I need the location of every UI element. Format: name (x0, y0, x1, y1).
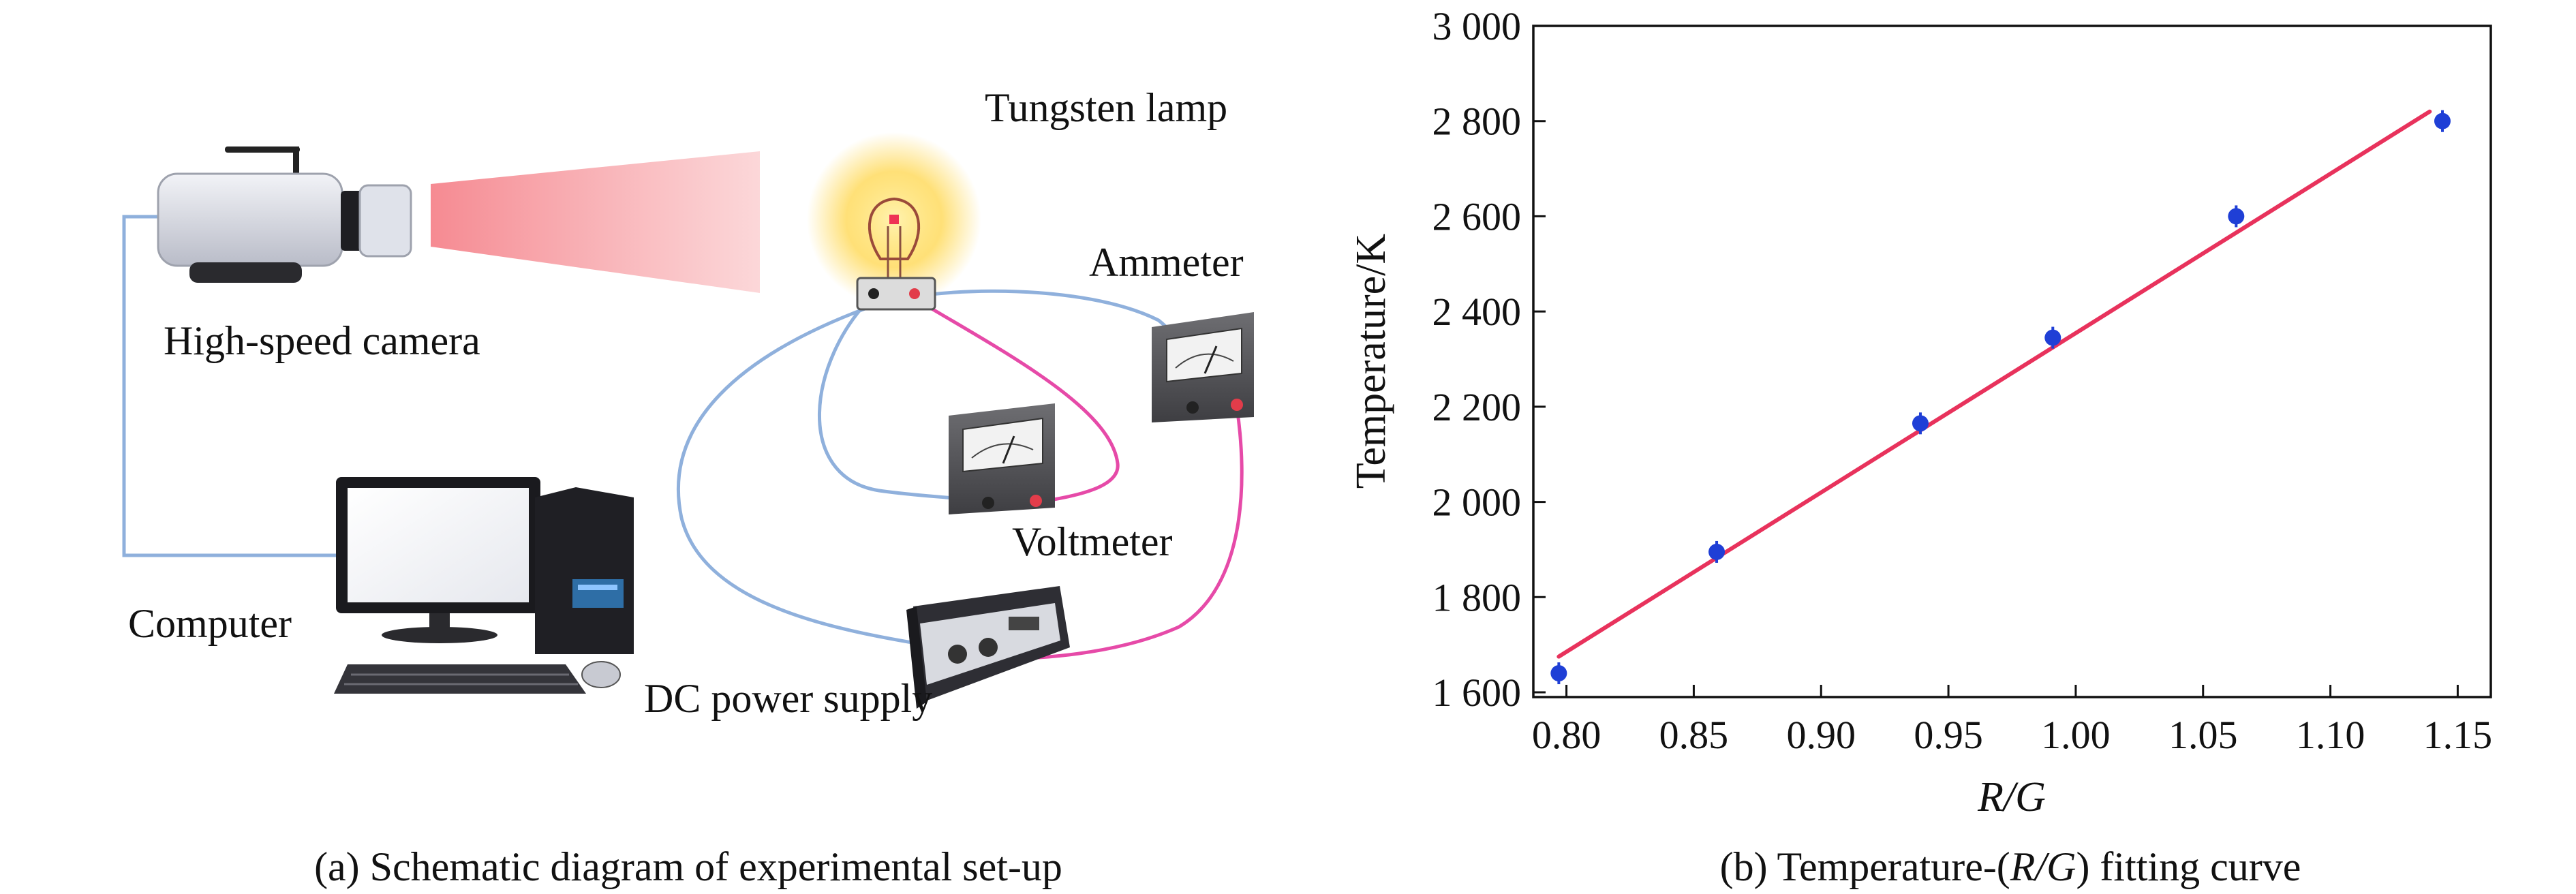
mouse-icon (581, 661, 621, 688)
wire-lamp-voltmeter-pink (915, 298, 1120, 505)
y-axis: 1 600 1 800 2 000 2 200 2 400 2 600 2 800 3 000 (1432, 4, 1546, 715)
x-axis-label-text: R/G (1977, 774, 2046, 820)
keyboard-icon (334, 664, 586, 694)
y-tick-label: 2 600 (1432, 194, 1522, 238)
camera-label: High-speed camera (164, 318, 480, 363)
dc-power-supply-icon (906, 586, 1070, 709)
x-tick-label: 1.15 (2423, 713, 2493, 757)
fit-line (1557, 109, 2432, 659)
data-points (1550, 110, 2451, 685)
camera-computer-cable (122, 215, 351, 557)
y-tick-label: 1 600 (1432, 670, 1522, 715)
ammeter-label: Ammeter (1089, 240, 1244, 285)
lamp-label: Tungsten lamp (985, 85, 1227, 130)
power-supply-label: DC power supply (644, 676, 932, 721)
light-beam (431, 151, 760, 293)
data-point (1708, 543, 1726, 560)
schematic-panel: Tungsten lamp High-speed camera Ammeter … (122, 85, 1254, 889)
y-tick-label: 2 800 (1432, 99, 1522, 144)
x-tick-label: 0.80 (1532, 713, 1601, 757)
chart-panel: 1 600 1 800 2 000 2 200 2 400 2 600 2 800 3 000… (1348, 4, 2492, 889)
tungsten-lamp-icon (807, 132, 981, 311)
x-tick-label: 0.90 (1786, 713, 1856, 757)
computer-label: Computer (128, 601, 292, 646)
computer-icon (334, 477, 634, 694)
data-point (2044, 329, 2061, 346)
wires (122, 215, 1244, 660)
voltmeter-label: Voltmeter (1012, 519, 1173, 564)
wire-lamp-supply-blue (677, 306, 922, 646)
caption-a: (a) Schematic diagram of experimental se… (314, 844, 1062, 889)
y-tick-label: 2 200 (1432, 385, 1522, 429)
voltmeter-icon (949, 403, 1055, 514)
y-axis-label: Temperature/K (1348, 234, 1394, 489)
x-tick-label: 1.10 (2296, 713, 2365, 757)
y-tick-label: 1 800 (1432, 575, 1522, 619)
x-axis-label: R/G (1977, 774, 2046, 820)
x-axis: 0.80 0.85 0.90 0.95 1.00 1.05 1.10 1.15 (1532, 685, 2492, 757)
x-tick-label: 0.95 (1914, 713, 1983, 757)
data-point (2228, 208, 2245, 225)
high-speed-camera-icon (157, 147, 412, 283)
caption-b: (b) Temperature-(R/G) fitting curve (1720, 844, 2301, 889)
y-tick-label: 2 000 (1432, 480, 1522, 525)
caption-b-var: R/G (2010, 844, 2076, 889)
data-point (1912, 415, 1929, 432)
data-point (1550, 665, 1567, 682)
x-tick-label: 0.85 (1659, 713, 1729, 757)
x-tick-label: 1.00 (2041, 713, 2111, 757)
y-tick-label: 3 000 (1432, 4, 1522, 48)
plot-frame (1532, 25, 2492, 698)
ammeter-icon (1152, 312, 1254, 422)
caption-b-suffix: ) fitting curve (2076, 844, 2301, 889)
y-tick-label: 2 400 (1432, 290, 1522, 334)
data-point (2434, 112, 2451, 129)
x-tick-label: 1.05 (2168, 713, 2238, 757)
caption-b-prefix: (b) Temperature-( (1720, 844, 2010, 889)
